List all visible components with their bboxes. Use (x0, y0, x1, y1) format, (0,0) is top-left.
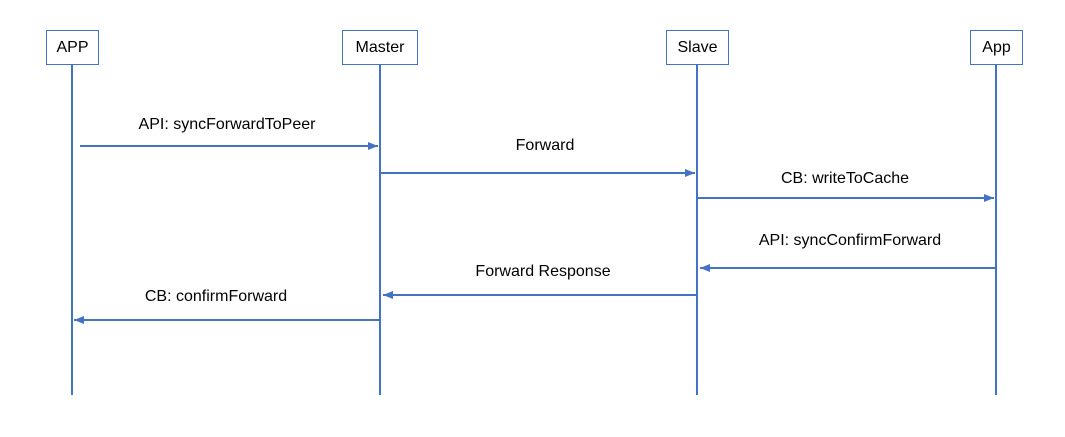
actor-box-app-left: APP (46, 30, 99, 65)
arrowhead-right-icon (685, 169, 695, 177)
message-line-5 (74, 319, 380, 321)
lifeline-slave (696, 65, 698, 395)
lifeline-app-right (995, 65, 997, 395)
arrowhead-left-icon (700, 264, 710, 272)
arrowhead-right-icon (984, 194, 994, 202)
actor-box-slave: Slave (666, 30, 729, 65)
message-line-2 (698, 197, 994, 199)
arrowhead-right-icon (368, 142, 378, 150)
lifeline-master (379, 65, 381, 395)
message-line-3 (700, 267, 996, 269)
message-label-2: CB: writeToCache (780, 170, 910, 187)
arrowhead-left-icon (74, 316, 84, 324)
message-label-3: API: syncConfirmForward (758, 232, 942, 249)
actor-label-app-left: APP (56, 38, 89, 56)
message-label-5: CB: confirmForward (144, 288, 288, 305)
actor-label-master: Master (355, 38, 405, 56)
actor-box-master: Master (342, 30, 418, 65)
lifeline-app-left (71, 65, 73, 395)
message-line-0 (80, 145, 378, 147)
actor-label-app-right: App (982, 38, 1011, 56)
message-label-1: Forward (515, 137, 575, 154)
message-label-4: Forward Response (475, 263, 611, 280)
arrowhead-left-icon (383, 291, 393, 299)
message-line-4 (383, 294, 697, 296)
message-line-1 (381, 172, 695, 174)
message-label-0: API: syncForwardToPeer (138, 116, 316, 133)
actor-label-slave: Slave (677, 38, 718, 56)
actor-box-app-right: App (970, 30, 1023, 65)
